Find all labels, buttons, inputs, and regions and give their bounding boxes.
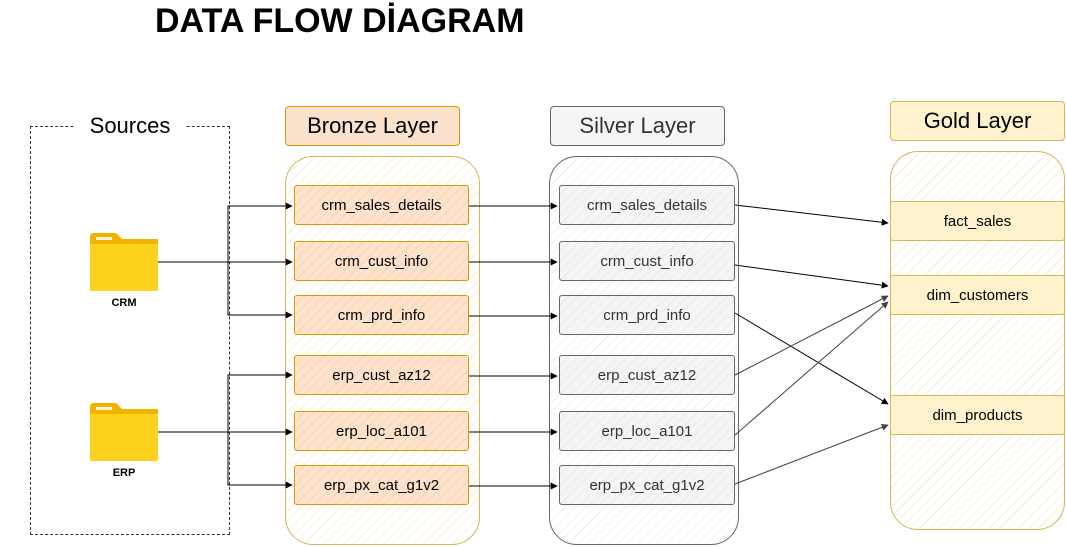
bronze-node[interactable]: crm_cust_info [294,241,469,281]
silver-node[interactable]: erp_loc_a101 [559,411,735,451]
bronze-node[interactable]: erp_cust_az12 [294,355,469,395]
gold-layer-label: Gold Layer [890,101,1065,141]
gold-node[interactable]: dim_products [890,395,1065,435]
source-erp-label: ERP [112,467,136,479]
silver-node[interactable]: crm_cust_info [559,241,735,281]
bronze-node[interactable]: crm_prd_info [294,295,469,335]
silver-node[interactable]: crm_prd_info [559,295,735,335]
edge-silver-cust-az12-to-dim-customers [734,295,889,376]
source-crm-label: CRM [111,297,137,309]
silver-node[interactable]: crm_sales_details [559,185,735,225]
edge-crm-to-crm-sales-details [227,202,293,262]
edge-silver-cust-info-to-dim-customers [734,264,889,289]
folder-icon [90,403,158,461]
edge-erp-to-erp-cust-az12 [227,371,293,432]
folder-icon [90,233,158,291]
bronze-node[interactable]: crm_sales_details [294,185,469,225]
bronze-node[interactable]: erp_px_cat_g1v2 [294,465,469,505]
page-title: DATA FLOW DİAGRAM [155,2,525,40]
edge-silver-loc-a101-to-dim-customers [734,301,889,436]
edge-erp-to-erp-px-cat-g1v2 [227,432,293,489]
silver-layer-label: Silver Layer [550,106,725,146]
gold-node[interactable]: dim_customers [890,275,1065,315]
bronze-node[interactable]: erp_loc_a101 [294,411,469,451]
bronze-layer-label: Bronze Layer [285,106,460,146]
edge-silver-px-cat-to-dim-products [734,424,889,485]
silver-node[interactable]: erp_px_cat_g1v2 [559,465,735,505]
edge-silver-prd-info-to-dim-products [734,312,889,405]
gold-node[interactable]: fact_sales [890,201,1065,241]
edge-silver-to-fact-sales [734,204,889,226]
edge-crm-to-crm-prd-info [227,262,293,319]
sources-label: Sources [74,112,186,140]
silver-node[interactable]: erp_cust_az12 [559,355,735,395]
